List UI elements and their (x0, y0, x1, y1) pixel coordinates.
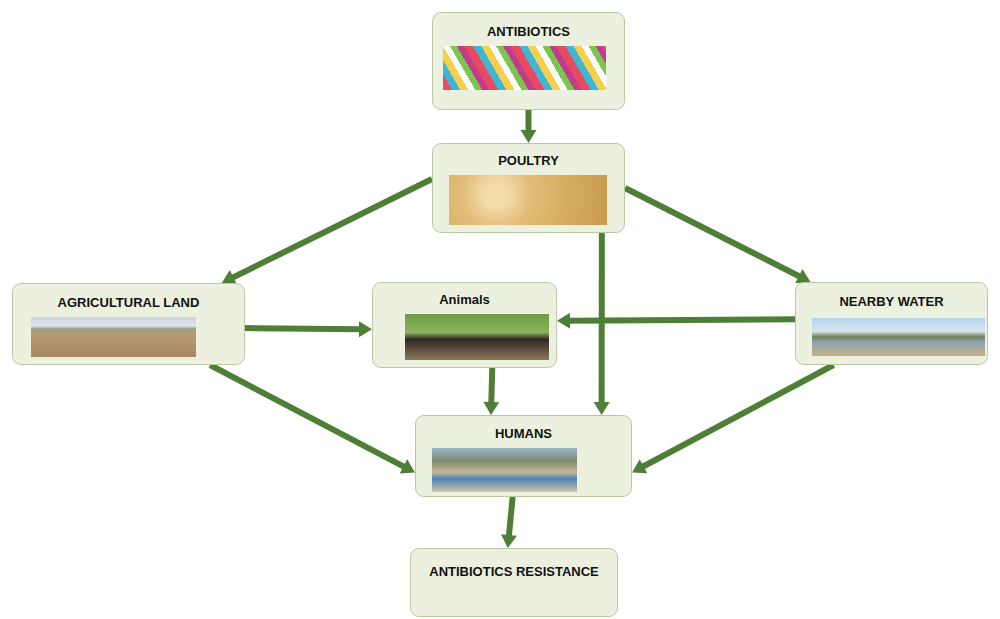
arrow-line (245, 328, 361, 329)
photo (432, 448, 577, 492)
arrow-line (210, 365, 405, 467)
box-label: HUMANS (416, 425, 631, 443)
process-box: NEARBY WATER (795, 282, 988, 365)
arrow-line (568, 319, 795, 320)
process-box: ANTIBIOTICS RESISTANCE (410, 548, 618, 617)
flow-arrow (594, 233, 610, 415)
process-box: ANTIBIOTICS (432, 12, 625, 110)
arrow-head (501, 534, 517, 548)
box-label: Animals (373, 291, 556, 309)
arrow-head (483, 402, 499, 415)
box-label: ANTIBIOTICS RESISTANCE (411, 563, 617, 581)
arrow-line (232, 179, 432, 278)
photo (31, 317, 196, 357)
process-box: Animals (372, 282, 557, 368)
process-box: POULTRY (432, 143, 625, 233)
process-box: AGRICULTURAL LAND (12, 283, 245, 365)
arrow-line (488, 368, 495, 404)
arrow-head (359, 321, 372, 337)
arrow-line (509, 497, 513, 537)
arrow-head (557, 313, 570, 329)
arrow-line (642, 365, 834, 467)
flow-arrow (632, 365, 834, 473)
photo (812, 318, 985, 356)
box-label: POULTRY (433, 152, 624, 170)
arrow-line (625, 188, 801, 277)
flow-arrow (483, 368, 499, 415)
photo (405, 314, 549, 360)
flow-arrow (625, 188, 810, 283)
box-label: ANTIBIOTICS (433, 23, 624, 41)
photo (449, 175, 607, 225)
process-box: HUMANS (415, 415, 632, 497)
arrow-head (400, 459, 415, 473)
arrow-head (521, 130, 537, 143)
flow-arrow (222, 179, 432, 284)
flow-arrow (210, 365, 415, 473)
flow-arrow (557, 313, 795, 329)
box-label: NEARBY WATER (796, 293, 987, 311)
box-label: AGRICULTURAL LAND (13, 294, 244, 312)
photo (443, 46, 606, 90)
flow-arrow (521, 110, 537, 143)
arrow-head (594, 402, 610, 415)
flow-arrow (501, 497, 517, 548)
arrow-line (526, 110, 532, 132)
flow-arrow (245, 321, 372, 337)
arrow-head (632, 459, 647, 473)
